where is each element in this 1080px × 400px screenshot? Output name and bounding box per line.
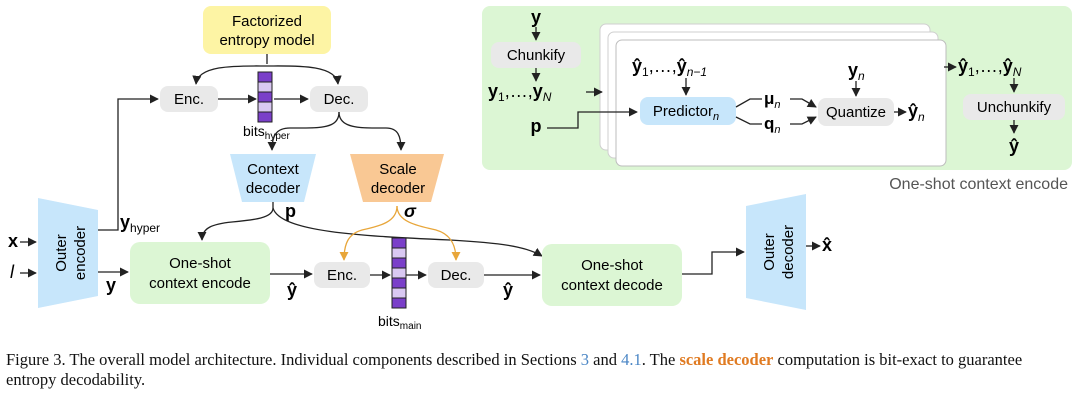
chunkify-box — [491, 42, 581, 68]
inset-yhat-prev: ŷ1,…,ŷn−1 — [632, 56, 707, 79]
inset-y-n: yn — [848, 60, 865, 83]
quantize-box — [818, 98, 894, 126]
y-label: y — [106, 275, 116, 295]
quantize-label: Quantize — [826, 104, 886, 121]
outer-decoder-shape — [746, 194, 806, 310]
inset-p: p — [531, 116, 542, 136]
factorized-entropy-model-box — [203, 6, 331, 54]
caption-ref-section-3[interactable]: 3 — [580, 350, 589, 369]
y-hyper-label: yhyper — [120, 212, 160, 235]
predictor-label: Predictorn — [653, 103, 719, 123]
predictor-box — [640, 97, 736, 125]
inset-card-front — [615, 39, 947, 167]
inset-yhat-n: ŷn — [908, 101, 925, 124]
unchunkify-label: Unchunkify — [977, 99, 1052, 116]
inset-yhat-out: ŷ — [1009, 136, 1019, 156]
context-decoder-shape — [230, 154, 316, 202]
p-label: p — [285, 201, 296, 221]
inset-q: qn — [764, 114, 781, 136]
caption-mid: and — [589, 350, 622, 369]
dec-main-box — [428, 262, 484, 288]
sigma-label: σ — [404, 201, 417, 221]
architecture-diagram: One-shot context encode y Chunkify y1,…,… — [8, 6, 1072, 332]
caption-prefix: Figure 3. The overall model architecture… — [6, 350, 581, 369]
enc-hyper-box — [160, 86, 218, 112]
enc-main-box — [314, 262, 370, 288]
inset-mu: μn — [764, 89, 781, 111]
enc-main-label: Enc. — [327, 267, 357, 284]
caption-ref-section-4-1[interactable]: 4.1 — [621, 350, 642, 369]
bits-main-label: bitsmain — [378, 313, 421, 332]
inset-label: One-shot context encode — [889, 176, 1068, 193]
inset-y-top: y — [531, 7, 541, 27]
scale-decoder-shape — [350, 154, 444, 202]
x-input-label: x — [8, 231, 18, 251]
x-hat-label: x̂ — [822, 235, 832, 255]
inset-yhat-all: ŷ1,…,ŷN — [958, 56, 1022, 79]
dec-hyper-label: Dec. — [324, 91, 355, 108]
dec-hyper-box — [310, 86, 368, 112]
one-shot-context-encode-box — [130, 242, 270, 304]
bits-main-bar — [391, 237, 407, 309]
figure-caption: Figure 3. The overall model architecture… — [6, 350, 1074, 390]
outer-encoder-shape — [38, 198, 98, 308]
y-hat-2-label: ŷ — [503, 280, 513, 300]
chunkify-label: Chunkify — [507, 47, 566, 64]
inset-y-list: y1,…,yN — [488, 81, 552, 104]
caption-mid2: . The — [641, 350, 680, 369]
caption-highlight: scale decoder — [679, 350, 774, 369]
enc-hyper-label: Enc. — [174, 91, 204, 108]
caption-suffix: computation is bit-exact to guarantee en… — [6, 350, 1023, 389]
y-hat-1-label: ŷ — [287, 280, 297, 300]
dec-main-label: Dec. — [441, 267, 472, 284]
bits-hyper-bar — [257, 71, 273, 123]
one-shot-context-decode-box — [542, 244, 682, 306]
l-input-label: l — [10, 262, 15, 282]
bits-hyper-label: bitshyper — [243, 123, 290, 142]
unchunkify-box — [963, 94, 1065, 120]
